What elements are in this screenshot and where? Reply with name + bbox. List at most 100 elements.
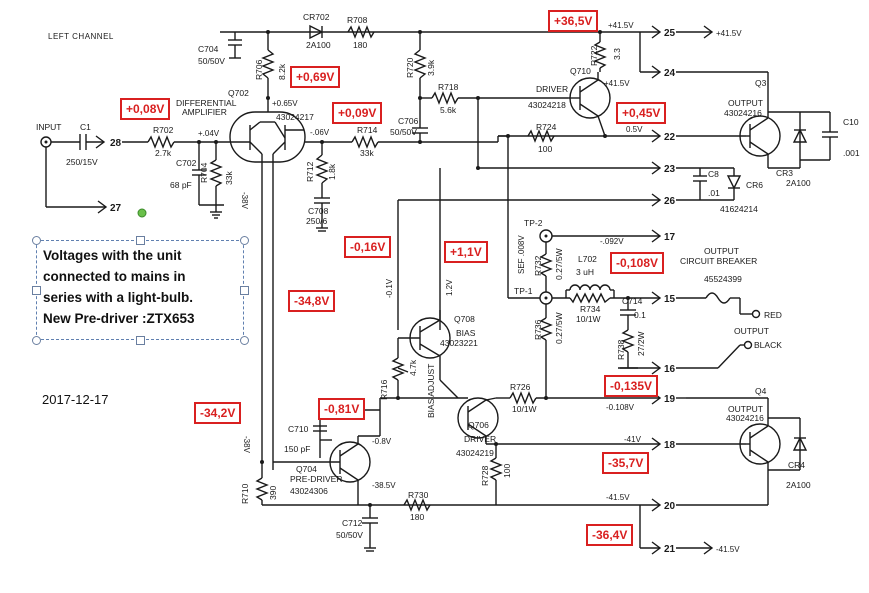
c702-value: 68 pF — [170, 180, 192, 190]
note-line: New Pre-driver :ZTX653 — [43, 311, 195, 326]
r730-value: 180 — [410, 512, 424, 522]
voltage-q704-collector: -0.8V — [372, 437, 392, 446]
voltage-annotation-tp2: -0,108V — [610, 252, 665, 274]
voltage-rail-38: -38V — [242, 436, 251, 454]
r702-label: R702 — [153, 125, 174, 135]
note-line: series with a light-bulb. — [43, 290, 194, 305]
r734-label: R734 — [580, 304, 601, 314]
resize-handle-top-right[interactable] — [240, 236, 249, 245]
cr3-label: CR3 — [776, 168, 793, 178]
voltage-q702-emitter: -38V — [240, 192, 249, 210]
cr3-value: 2A100 — [786, 178, 811, 188]
r722-label: R722 — [589, 45, 599, 66]
c712-label: C712 — [342, 518, 363, 528]
terminal-23-label: 23 — [664, 164, 676, 175]
voltage-annotation-q708-collector: +1,1V — [444, 241, 488, 263]
q710-part: 43024218 — [528, 100, 566, 110]
resize-handle-top[interactable] — [136, 236, 145, 245]
c704-value: 50/50V — [198, 56, 225, 66]
c712-value: 50/50V — [336, 530, 363, 540]
q3-output-transistor-icon — [739, 115, 781, 157]
terminal-22-label: 22 — [664, 132, 676, 143]
q702-desc-b: AMPLIFIER — [182, 107, 227, 117]
terminal-17-label: 17 — [664, 232, 676, 243]
q708-desc: BIAS — [456, 328, 476, 338]
cr6-label: CR6 — [746, 180, 763, 190]
l702-value: 3 uH — [576, 267, 594, 277]
voltage-top-rail: +41.5V — [608, 21, 634, 30]
r736-resistor-icon — [539, 317, 553, 341]
voltage-q706-emitter: -0.108V — [606, 403, 635, 412]
r726-resistor-icon — [509, 391, 537, 405]
r732-value: 0.27/5W — [554, 248, 564, 280]
cr6-diode-icon — [726, 175, 742, 190]
r714-label: R714 — [357, 125, 378, 135]
voltage-terminal-18: -41V — [624, 435, 642, 444]
terminal-19-label: 19 — [664, 394, 676, 405]
r716-bias-pot-icon — [391, 357, 405, 381]
resize-handle-top-left[interactable] — [32, 236, 41, 245]
resize-handle-left[interactable] — [32, 286, 41, 295]
breaker-part: 45524399 — [704, 274, 742, 284]
r702-resistor-icon — [147, 135, 175, 149]
c706-value: 50/50V — [390, 127, 417, 137]
r738-resistor-icon — [621, 329, 635, 353]
note-textbox[interactable]: Voltages with the unit connected to main… — [36, 240, 244, 340]
terminal-27-label: 27 — [110, 203, 122, 214]
resize-handle-bottom-left[interactable] — [32, 336, 41, 345]
voltage-sef: SEF .008V — [517, 235, 526, 274]
cr702-label: CR702 — [303, 12, 330, 22]
c10-label: C10 — [843, 117, 859, 127]
red-output-terminal-icon — [751, 309, 761, 319]
note-line: Voltages with the unit — [43, 248, 182, 263]
q708-label: Q708 — [454, 314, 475, 324]
terminal-18-label: 18 — [664, 440, 676, 451]
r734-resistor-icon — [569, 292, 611, 304]
bias-adjust-label: BIAS ADJUST — [426, 364, 436, 418]
c708-label: C708 — [308, 206, 329, 216]
voltage-annotation-top-rail: +36,5V — [548, 10, 599, 32]
r714-resistor-icon — [351, 135, 379, 149]
r716-label: R716 — [379, 379, 389, 400]
q704-label: Q704 — [296, 464, 317, 474]
r706-value: 8.2k — [277, 63, 287, 80]
r738-value: 27/2W — [636, 331, 646, 356]
c710-value: 150 pF — [284, 444, 310, 454]
terminal-21-label: 21 — [664, 544, 676, 555]
q4-part: 43024216 — [726, 413, 764, 423]
q4-label: Q4 — [755, 386, 767, 396]
tp1-label: TP-1 — [514, 286, 533, 296]
r728-value: 100 — [502, 464, 512, 478]
voltage-annotation-terminal-18: -35,7V — [602, 452, 650, 474]
date-label: 2017-12-17 — [42, 392, 109, 407]
r718-label: R718 — [438, 82, 459, 92]
voltage-q3-base: 0.5V — [626, 125, 643, 134]
resize-handle-bottom-right[interactable] — [240, 336, 249, 345]
l702-label: L702 — [578, 254, 597, 264]
q704-part: 43024306 — [290, 486, 328, 496]
resize-handle-right[interactable] — [240, 286, 249, 295]
input-label: INPUT — [36, 122, 62, 132]
r706-label: R706 — [254, 59, 264, 80]
voltage-q710-collector: +41.5V — [604, 79, 630, 88]
c702-label: C702 — [176, 158, 197, 168]
r708-resistor-icon — [347, 25, 375, 39]
terminal-24-label: 24 — [664, 68, 676, 79]
output-label: OUTPUT — [734, 326, 769, 336]
terminal-21-voltage: -41.5V — [716, 545, 740, 554]
r712-resistor-icon — [315, 154, 329, 184]
voltage-q708-base: -0.1V — [385, 278, 394, 298]
terminal-28-label: 28 — [110, 138, 122, 149]
cr4-value: 2A100 — [786, 480, 811, 490]
terminal-27-marker-icon — [137, 208, 147, 218]
r724-label: R724 — [536, 122, 557, 132]
r712-label: R712 — [305, 161, 315, 182]
resize-handle-bottom[interactable] — [136, 336, 145, 345]
terminal-26-label: 26 — [664, 196, 676, 207]
r728-label: R728 — [480, 465, 490, 486]
cr6-part: 41624214 — [720, 204, 758, 214]
r726-value: 10/1W — [512, 404, 537, 414]
c1-value: 250/15V — [66, 157, 98, 167]
